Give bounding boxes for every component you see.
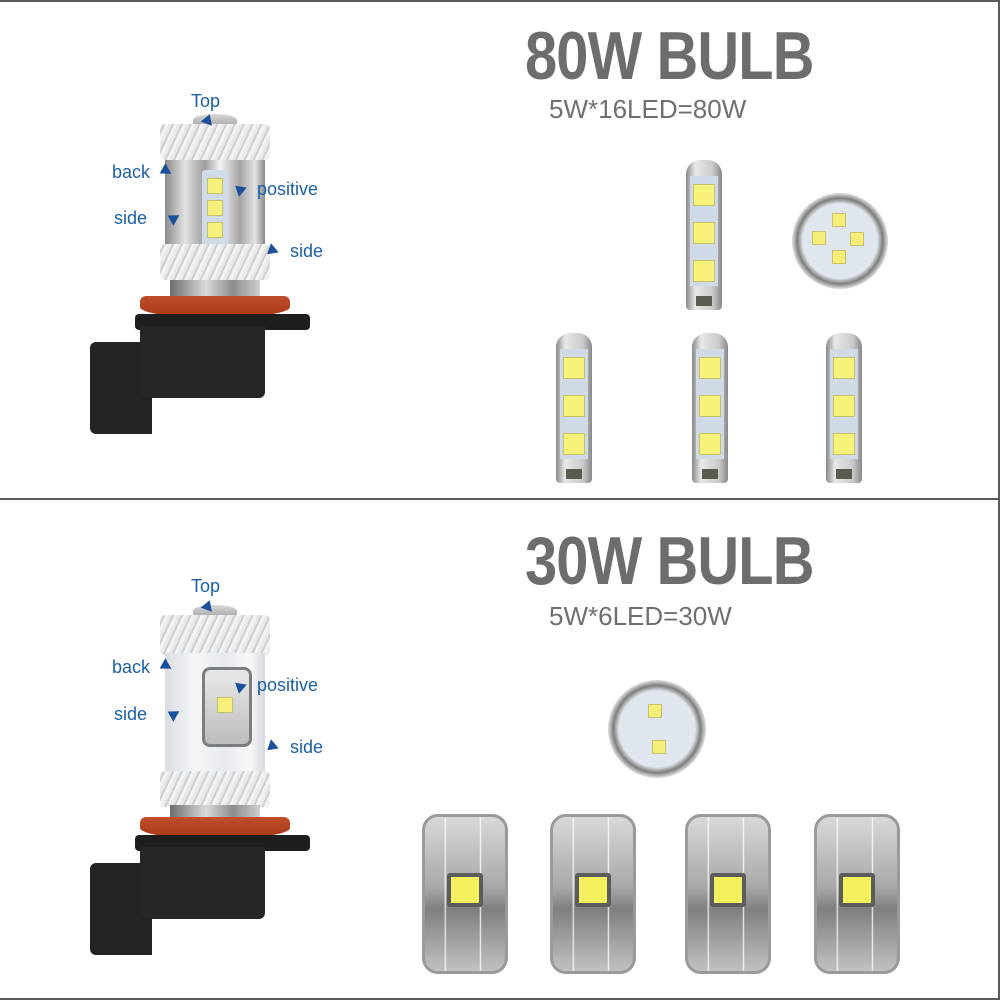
led-strip-chip-1: [662, 160, 746, 310]
led-chip-icon: [563, 395, 585, 417]
title-80w: 80W BULB: [525, 18, 814, 94]
led-strip-chip-3: [668, 333, 752, 483]
socket-body: [140, 847, 265, 919]
formula-30w: 5W*6LED=30W: [549, 601, 732, 631]
led-chip-icon: [451, 877, 479, 903]
label-positive: positive: [257, 675, 319, 695]
led-chip-icon: [850, 232, 864, 246]
led-chip-icon: [207, 222, 223, 238]
bulb-lower-cap: [160, 771, 270, 807]
led-chip-icon: [217, 697, 233, 713]
led-chip-icon: [652, 740, 666, 754]
bulb-30w-photo: [80, 595, 330, 955]
led-chip-icon: [832, 250, 846, 264]
label-side-right: side: [290, 241, 324, 261]
bulb-neck: [170, 280, 260, 298]
label-back: back: [112, 657, 151, 677]
bulb-top-cap: [160, 124, 270, 160]
bulb-lower-cap: [160, 244, 270, 280]
formula-80w: 5W*16LED=80W: [549, 94, 747, 124]
led-panel-chip-2: [550, 814, 636, 974]
led-chip-icon: [833, 357, 855, 379]
led-chip-icon: [207, 200, 223, 216]
led-chip-icon: [563, 433, 585, 455]
panel-80w-bulb: 80W BULB 5W*16LED=80W Top back positive …: [0, 0, 1000, 498]
section-divider: [0, 498, 1000, 500]
led-panel-chip-3: [685, 814, 771, 974]
led-chip-icon: [579, 877, 607, 903]
led-chip-icon: [714, 877, 742, 903]
led-chip-icon: [699, 357, 721, 379]
led-strip-chip-2: [532, 333, 616, 483]
led-chip-icon: [563, 357, 585, 379]
led-chip-icon: [699, 395, 721, 417]
label-side-left: side: [114, 208, 148, 228]
label-top: Top: [191, 576, 221, 596]
end-cap-2-led: [608, 680, 706, 778]
led-chip-icon: [832, 213, 846, 227]
led-strip-chip-4: [802, 333, 886, 483]
label-back: back: [112, 162, 151, 182]
label-side-left: side: [114, 704, 148, 724]
label-top: Top: [191, 91, 221, 111]
led-chip-icon: [693, 222, 715, 244]
led-panel-chip-1: [422, 814, 508, 974]
led-chip-icon: [693, 260, 715, 282]
bulb-top-cap: [160, 615, 270, 655]
bulb-80w-photo: [80, 100, 330, 460]
socket-body: [140, 326, 265, 398]
led-chip-icon: [812, 231, 826, 245]
led-chip-icon: [833, 433, 855, 455]
orange-seal-ring: [140, 817, 290, 839]
led-chip-icon: [843, 877, 871, 903]
led-chip-icon: [648, 704, 662, 718]
label-positive: positive: [257, 179, 319, 199]
orange-seal-ring: [140, 296, 290, 318]
led-chip-icon: [699, 433, 721, 455]
led-panel-chip-4: [814, 814, 900, 974]
panel-30w-bulb: 30W BULB 5W*6LED=30W Top back positive s…: [0, 500, 1000, 998]
end-cap-4-led: [792, 193, 888, 289]
lens-top: [193, 114, 237, 126]
led-chip-icon: [207, 178, 223, 194]
title-30w: 30W BULB: [525, 523, 814, 599]
lens-top: [193, 605, 237, 617]
label-side-right: side: [290, 737, 324, 757]
led-chip-icon: [693, 184, 715, 206]
led-chip-icon: [833, 395, 855, 417]
